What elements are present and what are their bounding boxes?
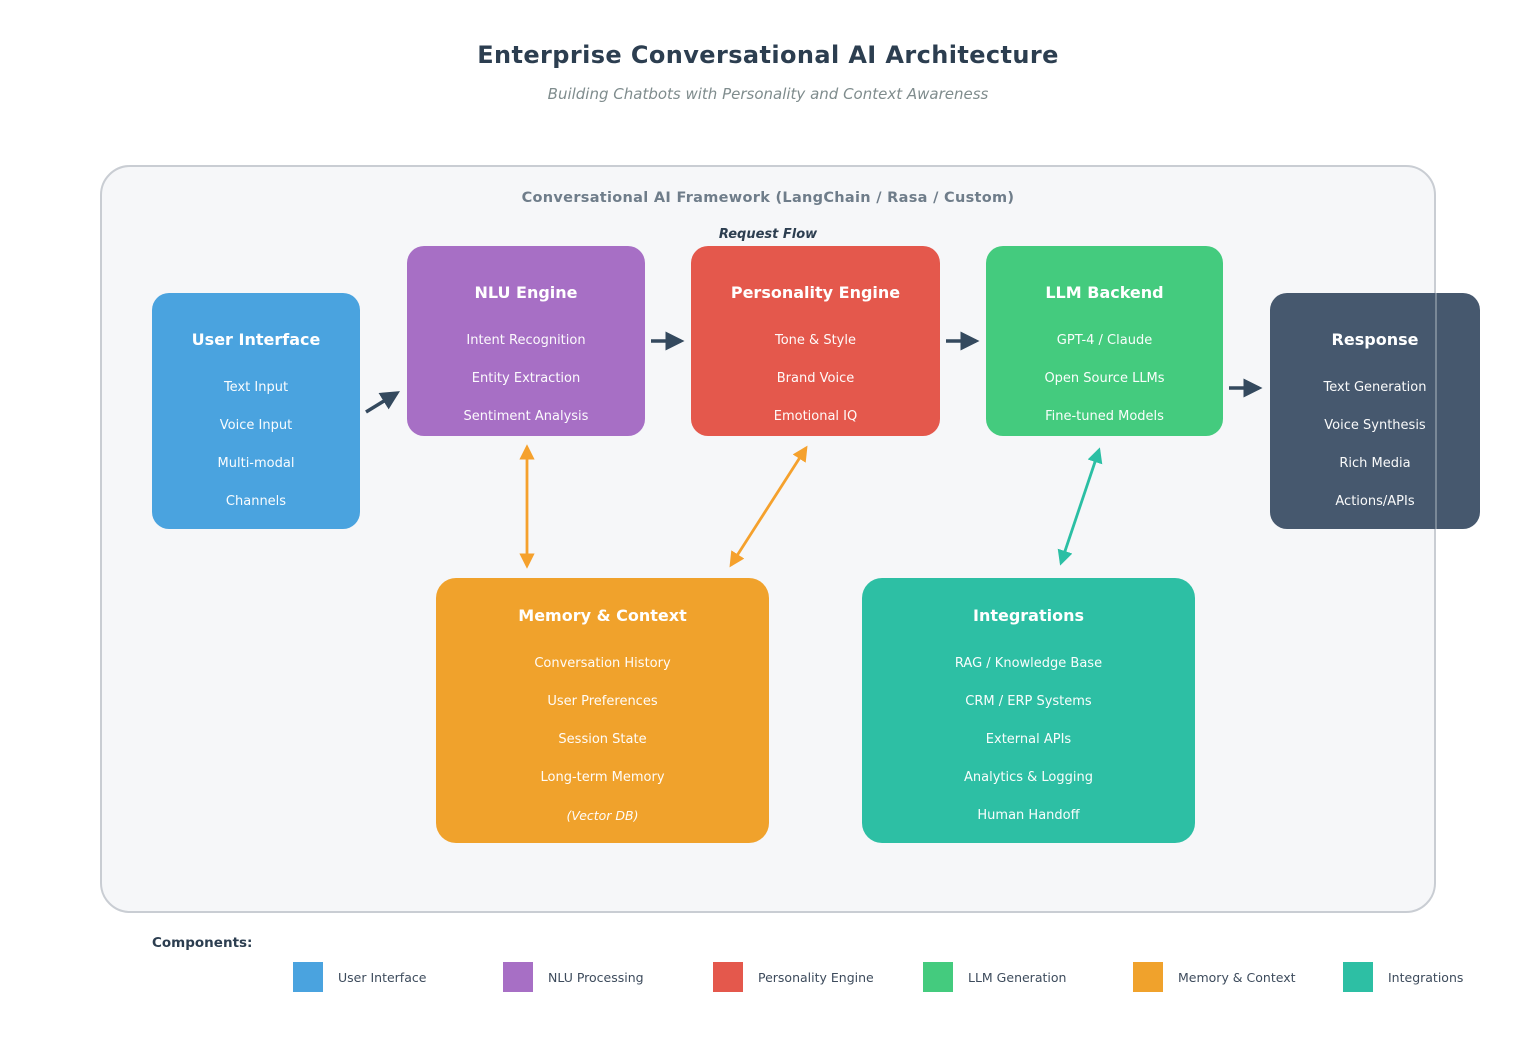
legend-item-integrations: Integrations — [1343, 962, 1463, 992]
box-item: Fine-tuned Models — [1045, 409, 1164, 424]
integrations-box: Integrations RAG / Knowledge Base CRM / … — [862, 578, 1195, 843]
box-item: Channels — [225, 494, 287, 509]
memory-context-box: Memory & Context Conversation History Us… — [436, 578, 769, 843]
box-item: Open Source LLMs — [1044, 371, 1165, 386]
personality-engine-box-title: Personality Engine — [730, 283, 901, 302]
box-item: Brand Voice — [776, 371, 855, 386]
legend-swatch — [1343, 962, 1373, 992]
legend-swatch — [1133, 962, 1163, 992]
box-item: RAG / Knowledge Base — [954, 656, 1103, 671]
legend-item-label: NLU Processing — [548, 969, 644, 985]
legend-item-label: Integrations — [1388, 969, 1464, 985]
box-item: Intent Recognition — [466, 333, 586, 348]
box-item: Long-term Memory — [540, 770, 665, 785]
user-interface-box-items: Text Input Voice Input Multi-modal Chann… — [152, 380, 360, 510]
box-item: Entity Extraction — [471, 371, 581, 386]
legend-swatch — [503, 962, 533, 992]
box-item: Tone & Style — [775, 333, 856, 348]
integrations-box-title: Integrations — [972, 606, 1085, 625]
box-item: Actions/APIs — [1335, 494, 1415, 509]
box-item: Conversation History — [534, 656, 671, 671]
user-interface-box: User Interface Text Input Voice Input Mu… — [152, 293, 360, 529]
box-item: Sentiment Analysis — [463, 409, 589, 424]
llm-backend-box-items: GPT-4 / Claude Open Source LLMs Fine-tun… — [986, 333, 1223, 425]
box-item: Text Input — [223, 380, 289, 395]
personality-engine-box: Personality Engine Tone & Style Brand Vo… — [691, 246, 940, 436]
legend-swatch — [293, 962, 323, 992]
legend-item-llm-generation: LLM Generation — [923, 962, 1066, 992]
legend-item-label: User Interface — [338, 969, 427, 985]
legend-swatch — [923, 962, 953, 992]
llm-backend-box: LLM Backend GPT-4 / Claude Open Source L… — [986, 246, 1223, 436]
box-item-vector-db: (Vector DB) — [566, 808, 639, 823]
memory-context-box-items: Conversation History User Preferences Se… — [436, 656, 769, 824]
nlu-engine-box-title: NLU Engine — [474, 283, 578, 302]
box-item: User Preferences — [547, 694, 658, 709]
llm-backend-box-title: LLM Backend — [1045, 283, 1164, 302]
frame-border-overlay — [1435, 293, 1437, 529]
framework-label: Conversational AI Framework (LangChain /… — [521, 190, 1015, 206]
box-item: Session State — [558, 732, 647, 747]
user-interface-box-title: User Interface — [191, 330, 321, 349]
response-box: Response Text Generation Voice Synthesis… — [1270, 293, 1480, 529]
legend-item-nlu-processing: NLU Processing — [503, 962, 644, 992]
page-subtitle: Building Chatbots with Personality and C… — [547, 85, 989, 103]
legend-item-personality-engine: Personality Engine — [713, 962, 874, 992]
legend-item-label: LLM Generation — [968, 969, 1067, 985]
personality-engine-box-items: Tone & Style Brand Voice Emotional IQ — [691, 333, 940, 425]
page-title: Enterprise Conversational AI Architectur… — [477, 41, 1059, 69]
nlu-engine-box: NLU Engine Intent Recognition Entity Ext… — [407, 246, 645, 436]
box-item: Human Handoff — [977, 808, 1080, 823]
response-box-items: Text Generation Voice Synthesis Rich Med… — [1270, 380, 1480, 510]
legend-item-memory-context: Memory & Context — [1133, 962, 1296, 992]
response-box-title: Response — [1331, 330, 1419, 349]
legend-item-label: Memory & Context — [1178, 969, 1296, 985]
box-item: Text Generation — [1323, 380, 1427, 395]
box-item: Emotional IQ — [773, 409, 858, 424]
box-item: Analytics & Logging — [963, 770, 1093, 785]
integrations-box-items: RAG / Knowledge Base CRM / ERP Systems E… — [862, 656, 1195, 824]
box-item: Voice Input — [219, 418, 293, 433]
box-item: Voice Synthesis — [1324, 418, 1426, 433]
request-flow-label: Request Flow — [718, 227, 818, 242]
nlu-engine-box-items: Intent Recognition Entity Extraction Sen… — [407, 333, 645, 425]
box-item: CRM / ERP Systems — [965, 694, 1092, 709]
legend-swatch — [713, 962, 743, 992]
box-item: Rich Media — [1339, 456, 1411, 471]
box-item: GPT-4 / Claude — [1056, 333, 1153, 348]
box-item: External APIs — [985, 732, 1072, 747]
legend-item-user-interface: User Interface — [293, 962, 426, 992]
memory-context-box-title: Memory & Context — [518, 606, 687, 625]
legend-item-label: Personality Engine — [758, 969, 874, 985]
box-item: Multi-modal — [217, 456, 295, 471]
legend-title: Components: — [152, 935, 253, 951]
